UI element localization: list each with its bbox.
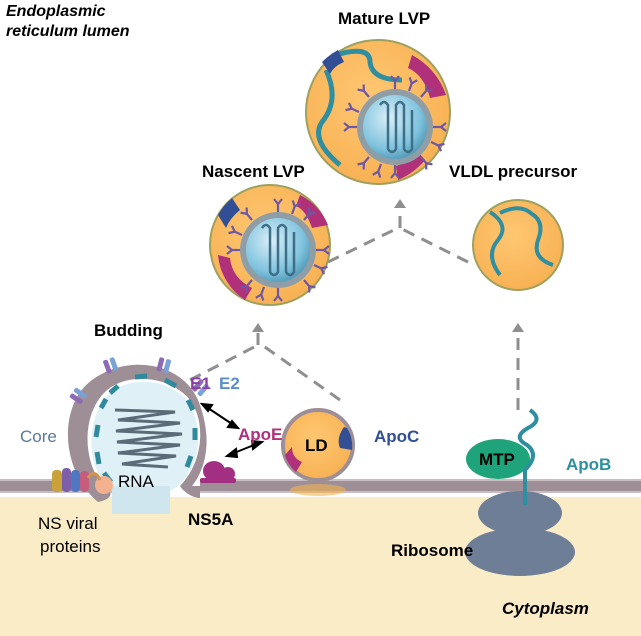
apoe-binding-arrows bbox=[199, 402, 265, 459]
ld-label: LD bbox=[305, 436, 328, 455]
mature-lvp-particle bbox=[305, 39, 451, 185]
ribosome bbox=[465, 491, 575, 576]
ns-viral-proteins bbox=[52, 468, 113, 494]
nascent-lvp-particle bbox=[209, 184, 331, 306]
budding-label: Budding bbox=[94, 321, 163, 340]
assembly-arrows bbox=[189, 208, 520, 410]
vldl-precursor-particle bbox=[472, 199, 564, 291]
er-lumen-label-line1: Endoplasmic bbox=[6, 3, 106, 20]
lipid-droplet bbox=[281, 408, 355, 496]
core-label: Core bbox=[20, 427, 57, 446]
mtp-label: MTP bbox=[479, 450, 515, 469]
mature-lvp-label: Mature LVP bbox=[338, 9, 431, 28]
apoc-label: ApoC bbox=[374, 427, 420, 446]
apoe-label: ApoE bbox=[238, 425, 283, 444]
budding-virion bbox=[67, 356, 210, 514]
ribosome-label: Ribosome bbox=[391, 541, 474, 560]
e2-label: E2 bbox=[219, 374, 240, 393]
ns5a-protein bbox=[200, 461, 236, 483]
e1-label: E1 bbox=[190, 374, 211, 393]
er-lumen-label-line2: reticulum lumen bbox=[6, 23, 130, 40]
ns-viral-proteins-label-line1: NS viral bbox=[38, 514, 98, 533]
ns-viral-proteins-label-line2: proteins bbox=[40, 537, 101, 556]
apob-chain bbox=[517, 408, 539, 505]
rna-label: RNA bbox=[118, 472, 154, 491]
ns5a-label: NS5A bbox=[188, 510, 234, 529]
nascent-lvp-label: Nascent LVP bbox=[202, 162, 305, 181]
cytoplasm-label: Cytoplasm bbox=[502, 599, 589, 618]
apob-label: ApoB bbox=[566, 455, 612, 474]
mtp-protein bbox=[466, 439, 530, 479]
vldl-precursor-label: VLDL precursor bbox=[449, 162, 578, 181]
